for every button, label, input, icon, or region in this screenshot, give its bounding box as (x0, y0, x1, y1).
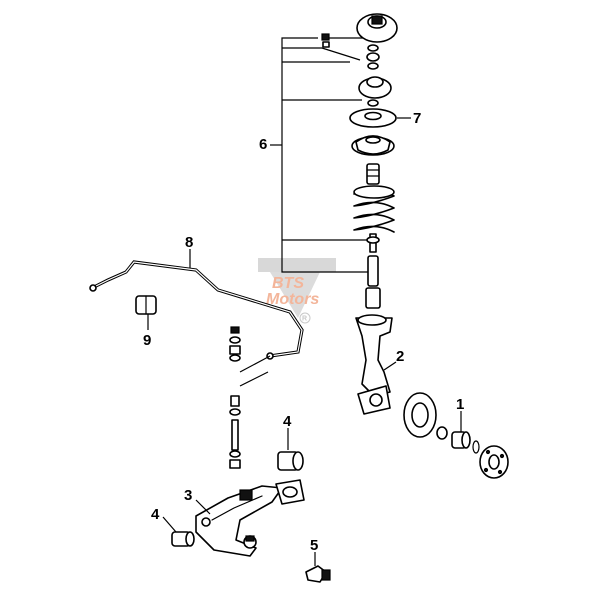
strut-upper-mount (356, 13, 398, 70)
watermark-line2: Motors (266, 291, 319, 308)
control-arm-bushing-rear (275, 451, 305, 505)
watermark-line1: BTS (272, 275, 304, 292)
callout-5: 5 (310, 537, 318, 554)
lower-control-arm (195, 485, 283, 557)
callout-4-bushing: 4 (283, 413, 292, 430)
strut-rod (365, 233, 381, 309)
coil-spring (353, 185, 395, 233)
leader-lines (147, 117, 462, 566)
callout-8: 8 (185, 234, 193, 251)
stabilizer-bar (89, 260, 304, 360)
upper-nut-cluster (321, 33, 330, 48)
strut-assembly-bracket (281, 37, 372, 273)
control-arm-bushing-front (171, 531, 195, 547)
callout-9: 9 (143, 332, 151, 349)
spring-insulator (351, 135, 395, 156)
spring-seat-upper (349, 108, 397, 128)
callout-7: 7 (413, 110, 421, 127)
ball-joint (305, 565, 331, 583)
hub-nut (436, 426, 448, 440)
watermark-registered-circle (299, 312, 311, 324)
callout-1: 1 (456, 396, 464, 413)
callout-3: 3 (184, 487, 192, 504)
callout-6: 6 (259, 136, 267, 153)
callout-4-bushing-front: 4 (151, 506, 160, 523)
snap-ring (472, 440, 480, 454)
bump-stop (366, 163, 380, 185)
watermark-bar (258, 258, 336, 272)
strut-knuckle (355, 314, 393, 415)
watermark-shape (270, 272, 320, 318)
wheel-hub (479, 445, 509, 479)
stabilizer-bushing (135, 295, 157, 315)
brake-rotor (403, 392, 437, 438)
watermark-registered-mark: R (302, 316, 307, 323)
stabilizer-link (229, 326, 271, 469)
callouts: 1 2 3 4 4 5 6 7 8 9 (143, 110, 464, 554)
watermark: BTS Motors R (258, 258, 336, 324)
callout-2: 2 (396, 348, 404, 365)
wheel-bearing (451, 431, 471, 449)
strut-bearing (358, 76, 392, 107)
